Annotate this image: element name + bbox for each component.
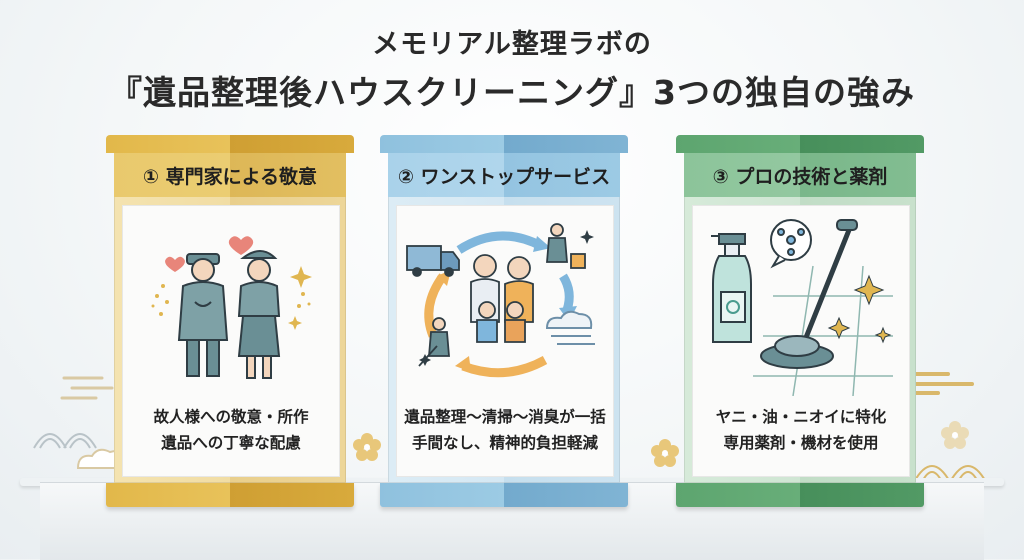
cycle-arrow-orange-left (424, 273, 447, 338)
one-stop-cycle-illustration (406, 223, 595, 378)
wave-decoration-left (33, 433, 97, 449)
spray-bottle-icon (711, 233, 752, 343)
panel-text-line1: 故人様への敬意・所作 (153, 408, 309, 426)
panel-base (676, 483, 924, 507)
panel-heading: ② ワンストップサービス (388, 153, 620, 197)
deodorize-icon (545, 310, 595, 345)
plum-flower-icon (353, 433, 381, 461)
cycle-arrow-orange-bottom (461, 356, 548, 378)
heart-icon (165, 256, 185, 272)
bowing-staff-illustration (151, 236, 312, 379)
plum-flower-icon-right (941, 421, 969, 449)
panel-base (106, 483, 354, 507)
panel-heading: ③ プロの技術と薬剤 (684, 153, 916, 197)
panel-base (380, 483, 628, 507)
cloud-decoration-left (60, 376, 114, 400)
panel-expert-respect: ① 専門家による敬意 (106, 135, 354, 507)
panel-text-line2: 手間なし、精神的負担軽減 (411, 434, 598, 452)
panel-inner: 遺品整理～清掃～消臭が一括 手間なし、精神的負担軽減 (396, 205, 614, 477)
panel-text-line1: 遺品整理～清掃～消臭が一括 (404, 408, 606, 426)
page-title-line2: 『遺品整理後ハウスクリーニング』3つの独自の強み (109, 73, 915, 112)
panel-pro-technique: ③ プロの技術と薬剤 (676, 135, 924, 507)
panel-cap (106, 135, 354, 153)
cycle-arrow-blue-top (456, 231, 544, 254)
panel-inner: ヤニ・油・ニオイに特化 専用薬剤・機材を使用 (692, 205, 910, 477)
panel-heading: ① 専門家による敬意 (114, 153, 346, 197)
panel-text-line2: 遺品への丁寧な配慮 (161, 434, 301, 452)
panel-cap (676, 135, 924, 153)
panel-text-line2: 専用薬剤・機材を使用 (723, 434, 879, 452)
panel-cap (380, 135, 628, 153)
cycle-arrow-blue-right (559, 273, 574, 312)
floor-polisher-icon (760, 219, 858, 369)
page-title-line1: メモリアル整理ラボの (372, 29, 652, 60)
panel-one-stop: ② ワンストップサービス (380, 135, 628, 507)
molecule-bubble-icon (770, 219, 812, 269)
cleaner-icon (546, 223, 586, 269)
truck-icon (406, 245, 460, 277)
plum-flower-icon-mid (651, 439, 679, 467)
panel-inner: 故人様への敬意・所作 遺品への丁寧な配慮 (122, 205, 340, 477)
panel-text-line1: ヤニ・油・ニオイに特化 (715, 408, 887, 426)
heart-icon-2 (228, 236, 254, 255)
cleaning-tools-illustration (711, 219, 893, 396)
